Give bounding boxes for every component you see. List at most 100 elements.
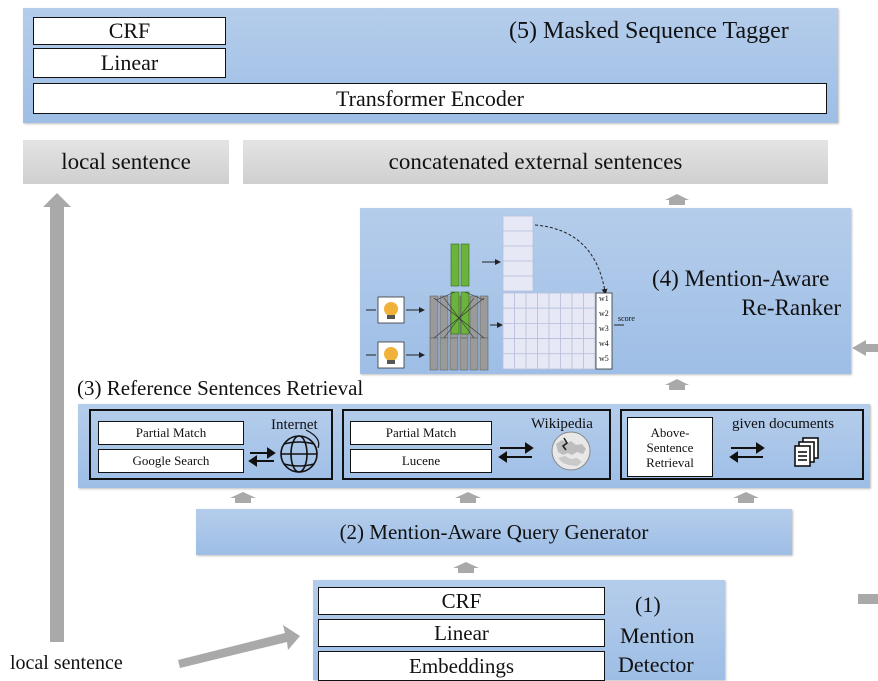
matrix-cell <box>571 322 584 339</box>
matrix-cell <box>525 292 538 309</box>
matrix-cell <box>571 353 584 370</box>
above-sentence-line1: Above- <box>650 424 690 440</box>
tagger-crf-box: CRF <box>33 17 226 45</box>
internet-partial-match-box: Partial Match <box>98 421 244 445</box>
up-arrow-to-reranker <box>665 379 689 390</box>
matrix-cell <box>514 322 527 339</box>
query-generator-title: (2) Mention-Aware Query Generator <box>339 519 649 544</box>
matrix-cell <box>514 353 527 370</box>
mention-input-icon-bottom <box>377 341 405 369</box>
matrix-cell <box>537 292 550 309</box>
local-sentence-up-arrow <box>43 193 71 642</box>
local-sentence-diagonal-arrow <box>178 625 300 668</box>
score-label: score <box>618 314 635 323</box>
matrix-cell <box>514 338 527 355</box>
google-search-box: Google Search <box>98 449 244 473</box>
matrix-cell <box>548 338 561 355</box>
matrix-cell <box>560 338 573 355</box>
matrix-cell <box>583 292 596 309</box>
wikipedia-source-box: Partial Match Lucene Wikipedia <box>342 409 611 480</box>
re-ranker-title-line2: Re-Ranker <box>741 295 841 320</box>
matrix-cell <box>502 292 515 309</box>
matrix-cell <box>502 322 515 339</box>
transformer-encoder-box: Transformer Encoder <box>33 83 827 114</box>
wikipedia-partial-match-label: Partial Match <box>385 425 457 440</box>
above-sentence-line3: Retrieval <box>646 454 694 470</box>
matrix-cell <box>537 338 550 355</box>
globe-icon <box>280 429 320 473</box>
detector-embeddings-label: Embeddings <box>409 653 514 678</box>
re-ranker-network-illustration <box>366 215 624 371</box>
tagger-linear-label: Linear <box>100 50 159 75</box>
matrix-cell <box>548 292 561 309</box>
internet-label: Internet <box>271 417 318 433</box>
internet-exchange-arrows-icon <box>248 447 276 467</box>
above-sentence-retrieval-box: Above- Sentence Retrieval <box>627 417 713 477</box>
wikipedia-globe-icon <box>551 431 591 471</box>
tagger-linear-box: Linear <box>33 48 226 78</box>
matrix-cell <box>571 338 584 355</box>
detector-embeddings-box: Embeddings <box>318 651 605 681</box>
above-sentence-line2: Sentence <box>646 439 694 455</box>
transformer-encoder-label: Transformer Encoder <box>336 85 524 111</box>
documents-icon <box>794 437 819 467</box>
wikipedia-exchange-arrows-icon <box>498 442 534 463</box>
weight-label-1: w1 <box>599 294 609 303</box>
right-edge-arrow-lower <box>858 594 878 604</box>
tagger-crf-label: CRF <box>108 18 151 43</box>
detector-crf-label: CRF <box>441 588 482 613</box>
re-ranker-title-line1: (4) Mention-Aware <box>652 266 830 291</box>
matrix-cell <box>583 307 596 324</box>
retrieval-panel: Partial Match Google Search Internet Par… <box>78 404 870 488</box>
matrix-cell <box>537 353 550 370</box>
query-generator-panel: (2) Mention-Aware Query Generator <box>196 509 792 555</box>
lucene-box: Lucene <box>350 449 492 473</box>
matrix-cell <box>560 292 573 309</box>
matrix-cell <box>525 338 538 355</box>
weight-label-4: w4 <box>599 339 609 348</box>
detector-crf-box: CRF <box>318 587 605 615</box>
matrix-cell <box>502 338 515 355</box>
bottom-local-sentence-label: local sentence <box>10 652 123 674</box>
matrix-cell <box>502 353 515 370</box>
matrix-cell <box>571 307 584 324</box>
detector-title-line2: Mention <box>620 623 695 648</box>
matrix-cell <box>548 307 561 324</box>
matrix-cell <box>548 322 561 339</box>
detector-linear-label: Linear <box>434 620 489 645</box>
google-search-label: Google Search <box>132 453 210 468</box>
matrix-cell <box>502 307 515 324</box>
matrix-cell <box>525 307 538 324</box>
local-sentence-input-bar: local sentence <box>23 140 229 184</box>
matrix-cell <box>583 322 596 339</box>
matrix-cell <box>514 292 527 309</box>
up-arrow-internet <box>230 492 256 503</box>
tagger-title: (5) Masked Sequence Tagger <box>509 18 789 44</box>
matrix-cell <box>525 322 538 339</box>
documents-exchange-arrows-icon <box>729 442 765 463</box>
matrix-cell <box>571 292 584 309</box>
matrix-cell <box>548 353 561 370</box>
matrix-cell <box>560 353 573 370</box>
matrix-cell <box>537 307 550 324</box>
up-arrow-to-concat <box>665 194 689 205</box>
masked-sequence-tagger-panel: CRF Linear Transformer Encoder (5) Maske… <box>23 8 838 123</box>
given-documents-label: given documents <box>732 416 835 432</box>
concatenated-sentences-bar: concatenated external sentences <box>243 140 828 184</box>
up-arrow-documents <box>733 492 759 503</box>
internet-source-box: Partial Match Google Search Internet <box>89 409 333 480</box>
up-arrow-wikipedia <box>455 492 481 503</box>
documents-source-box: Above- Sentence Retrieval given document… <box>620 409 864 480</box>
right-edge-arrow-upper <box>852 340 878 356</box>
concatenated-sentences-label: concatenated external sentences <box>388 149 683 174</box>
mention-detector-panel: CRF Linear Embeddings (1) Mention Detect… <box>313 580 725 681</box>
weight-label-5: w5 <box>599 354 609 363</box>
detector-title-line3: Detector <box>618 652 694 677</box>
matrix-cell <box>560 322 573 339</box>
detector-linear-box: Linear <box>318 619 605 647</box>
mention-input-icon-top <box>377 296 405 324</box>
matrix-cell <box>525 353 538 370</box>
internet-partial-match-label: Partial Match <box>135 425 207 440</box>
matrix-cell <box>537 322 550 339</box>
